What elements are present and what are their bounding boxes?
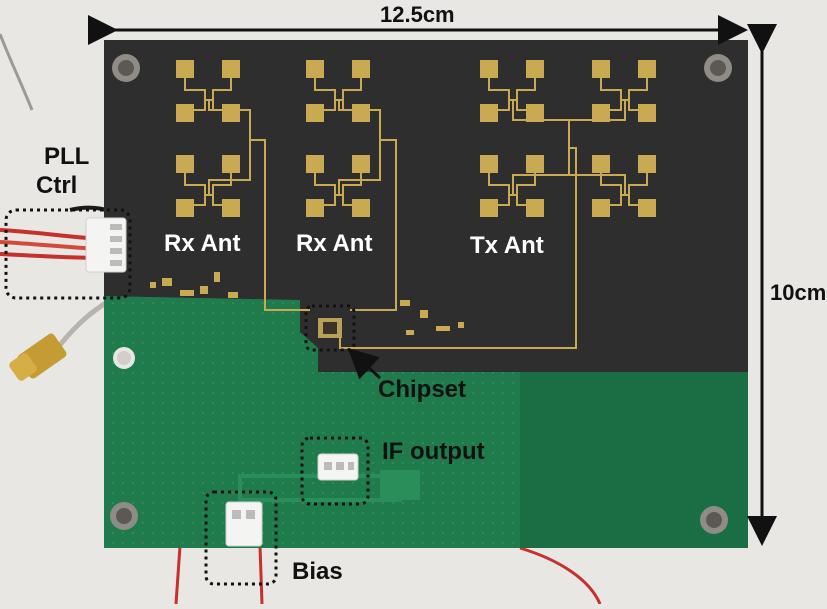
bias-label: Bias <box>292 558 343 585</box>
highlight-boxes <box>4 208 370 586</box>
if-output-connector <box>317 453 359 481</box>
pll-label-line2: Ctrl <box>36 172 78 199</box>
pll-connector <box>85 217 127 273</box>
sma-connector <box>9 297 112 381</box>
rx-ant-label-2: Rx Ant <box>296 230 373 257</box>
rx-antenna-array-2 <box>306 60 397 311</box>
rx-ant-label-1: Rx Ant <box>164 230 241 257</box>
bias-connector <box>225 501 263 547</box>
standoffs <box>110 54 732 534</box>
chipset-label: Chipset <box>378 376 467 403</box>
if-output-label: IF output <box>382 438 485 465</box>
rx-antenna-array-1 <box>176 60 310 311</box>
pll-label-line1: PLL <box>44 143 90 170</box>
gold-pads <box>150 272 464 335</box>
tx-antenna-array <box>339 60 656 349</box>
dimension-arrows <box>88 15 777 546</box>
chip <box>318 318 342 338</box>
height-dimension-label: 10cm <box>770 280 827 305</box>
tx-ant-label: Tx Ant <box>470 232 544 259</box>
width-dimension-label: 12.5cm <box>380 2 455 27</box>
